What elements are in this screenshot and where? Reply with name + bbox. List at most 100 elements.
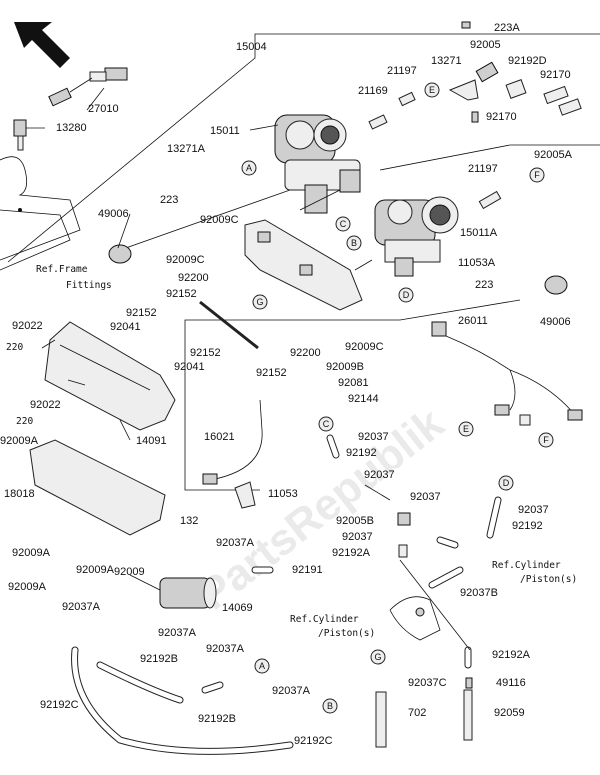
callout-220-a: 220 <box>6 342 23 353</box>
ref-cylinder-top-line1: Ref.Cylinder <box>492 560 561 571</box>
callout-92009A-c: 92009A <box>76 564 115 576</box>
callout-18018: 18018 <box>4 488 35 500</box>
marker-E-harness <box>458 421 474 437</box>
fitting-49116 <box>465 677 473 689</box>
marker-D-top <box>398 287 414 303</box>
marker-B-top-label: B <box>351 238 357 248</box>
assembly-outline <box>7 33 600 263</box>
tube-line-b <box>399 559 471 651</box>
callout-92152-a: 92152 <box>166 288 197 300</box>
callout-49116: 49116 <box>496 677 526 689</box>
callout-15011A: 15011A <box>460 227 498 239</box>
marker-F-top-label: F <box>534 170 540 180</box>
canister-14069 <box>159 577 217 609</box>
callout-21169: 21169 <box>358 85 388 97</box>
callout-13280: 13280 <box>56 122 87 134</box>
callout-702: 702 <box>408 707 426 719</box>
callout-92009C-b: 92009C <box>166 254 205 266</box>
callout-92144: 92144 <box>348 393 379 405</box>
callout-92005: 92005 <box>470 39 501 51</box>
assembly-outline-4 <box>184 299 521 491</box>
callout-92192B-a: 92192B <box>140 653 178 665</box>
callout-92037A-c: 92037A <box>158 627 197 639</box>
ref-cylinder-sketch <box>389 596 441 641</box>
callout-16021: 16021 <box>204 431 235 443</box>
callout-92009A-a: 92009A <box>0 435 39 447</box>
callout-92152-b: 92152 <box>126 307 157 319</box>
callout-223-right: 223 <box>475 279 493 291</box>
callout-220-b: 220 <box>16 416 33 427</box>
carburetor-15011A <box>374 196 459 277</box>
callout-92192C-b: 92192C <box>294 735 333 747</box>
callout-92170-top: 92170 <box>540 69 571 81</box>
leader-lines <box>26 87 373 591</box>
carburetor-15011 <box>274 114 361 214</box>
marker-D-hose-label: D <box>503 478 510 488</box>
marker-F-top <box>529 167 545 183</box>
callout-13271: 13271 <box>431 55 462 67</box>
marker-G-hose-label: G <box>374 652 381 662</box>
marker-C-hose <box>318 416 334 432</box>
callout-21197-mid: 21197 <box>468 163 498 175</box>
tube-92192A <box>398 544 408 558</box>
callout-92192C-a: 92192C <box>40 699 79 711</box>
callout-92009C-a: 92009C <box>200 214 239 226</box>
cover-14091 <box>44 321 176 431</box>
callout-26011: 26011 <box>458 315 488 327</box>
marker-F-harness <box>538 432 554 448</box>
cap-49006-left <box>108 244 132 264</box>
marker-E-top-label: E <box>429 85 435 95</box>
callout-labels: 15004 27010 13280 223A 92005 13271 92192… <box>0 22 573 747</box>
callout-92022-b: 92022 <box>30 399 61 411</box>
marker-B-hose <box>322 698 338 714</box>
harness-26011 <box>431 321 583 426</box>
callout-92041-b: 92041 <box>174 361 205 373</box>
callout-92200-top: 92200 <box>178 272 209 284</box>
marker-E-top <box>424 82 440 98</box>
marker-D-top-label: D <box>403 290 410 300</box>
callout-14069: 14069 <box>222 602 253 614</box>
marker-F-harness-label: F <box>543 435 549 445</box>
sensor-13280 <box>13 119 27 151</box>
callout-92009B: 92009B <box>326 361 364 373</box>
callout-92037C: 92037C <box>408 677 447 689</box>
ref-cylinder-mid-line1: Ref.Cylinder <box>290 614 359 625</box>
ref-cylinder-mid-line2: /Piston(s) <box>318 628 375 639</box>
callout-14091: 14091 <box>136 435 167 447</box>
marker-E-harness-label: E <box>463 424 469 434</box>
assembly-outline-3 <box>379 144 600 171</box>
cover-18018 <box>29 439 166 536</box>
tube-line-a <box>364 484 391 501</box>
callout-92037-e: 92037 <box>342 531 373 543</box>
linkage-rod <box>199 300 259 350</box>
joint-92005B <box>397 512 411 526</box>
callout-92059: 92059 <box>494 707 525 719</box>
callout-21197-top: 21197 <box>387 65 417 77</box>
callout-92037-a: 92037 <box>358 431 389 443</box>
marker-C-top-label: C <box>340 219 347 229</box>
callout-92005A: 92005A <box>534 149 573 161</box>
callout-92005B: 92005B <box>336 515 374 527</box>
hoses <box>71 434 502 755</box>
callout-92037-d: 92037 <box>518 504 549 516</box>
callout-92037A-a: 92037A <box>216 537 255 549</box>
marker-C-top <box>335 216 351 232</box>
callout-49006-left: 49006 <box>98 208 129 220</box>
callout-132: 132 <box>180 515 198 527</box>
callout-92170-mid: 92170 <box>486 111 517 123</box>
marker-B-top <box>346 235 362 251</box>
callout-92037A-e: 92037A <box>272 685 311 697</box>
top-fittings <box>368 21 582 210</box>
callout-92192-b: 92192 <box>512 520 543 532</box>
callout-92009A-d: 92009A <box>8 581 47 593</box>
callout-92192A-a: 92192A <box>332 547 371 559</box>
callout-223-left: 223 <box>160 194 178 206</box>
callout-92041-a: 92041 <box>110 321 141 333</box>
marker-G-top <box>252 294 268 310</box>
callout-92192B-b: 92192B <box>198 713 236 725</box>
marker-C-hose-label: C <box>323 419 330 429</box>
circle-markers: A B C D E F G E F C D A B G <box>241 82 554 714</box>
callout-92022-a: 92022 <box>12 320 43 332</box>
assembly-outline-2 <box>119 189 291 251</box>
